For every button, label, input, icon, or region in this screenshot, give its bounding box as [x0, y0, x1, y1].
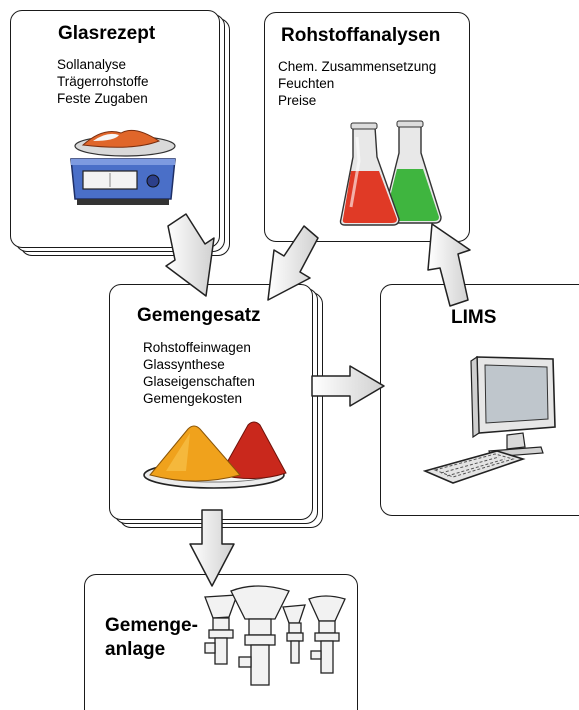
lims-card: LIMS: [380, 284, 579, 516]
gemengeanlage-title-line2: anlage: [105, 639, 166, 660]
glasrezept-card: Glasrezept Sollanalyse Trägerrohstoffe F…: [10, 10, 220, 248]
glasrezept-item-1: Trägerrohstoffe: [57, 74, 149, 89]
glasrezept-item-2: Feste Zugaben: [57, 91, 148, 106]
rohstoffanalysen-item-1: Feuchten: [278, 76, 335, 91]
rohstoffanalysen-item-2: Preise: [278, 93, 317, 108]
glasrezept-item-0: Sollanalyse: [57, 57, 127, 72]
arrow-gemengesatz-to-lims: [311, 365, 385, 407]
gemengesatz-card: Gemengesatz Rohstoffeinwagen Glassynthes…: [109, 284, 313, 520]
gemengesatz-item-2: Glaseigenschaften: [143, 374, 255, 389]
arrow-glasrezept-to-gemengesatz: [165, 213, 215, 297]
gemengeanlage-card: Gemenge- anlage: [84, 574, 358, 710]
gemengesatz-title: Gemengesatz: [137, 305, 261, 326]
lims-title: LIMS: [451, 307, 497, 328]
rohstoffanalysen-item-0: Chem. Zusammensetzung: [278, 59, 437, 74]
gemengesatz-item-0: Rohstoffeinwagen: [143, 340, 251, 355]
rohstoffanalysen-card: Rohstoffanalysen Chem. Zusammensetzung F…: [264, 12, 470, 242]
powder-piles-icon: [143, 421, 287, 489]
flasks-icon: [339, 120, 442, 226]
rohstoffanalysen-title: Rohstoffanalysen: [281, 25, 441, 46]
arrow-rohstoffanalysen-to-gemengesatz: [267, 225, 319, 301]
computer-icon: [423, 355, 556, 484]
scale-icon: [70, 129, 176, 205]
gemengeanlage-title-line1: Gemenge-: [105, 615, 198, 636]
hoppers-icon: [204, 585, 346, 686]
gemengesatz-item-3: Gemengekosten: [143, 391, 243, 406]
arrow-lims-to-rohstoffanalysen: [427, 223, 471, 307]
glasrezept-title: Glasrezept: [58, 23, 156, 44]
gemengesatz-item-1: Glassynthese: [143, 357, 225, 372]
arrow-gemengesatz-to-gemengeanlage: [189, 509, 235, 587]
